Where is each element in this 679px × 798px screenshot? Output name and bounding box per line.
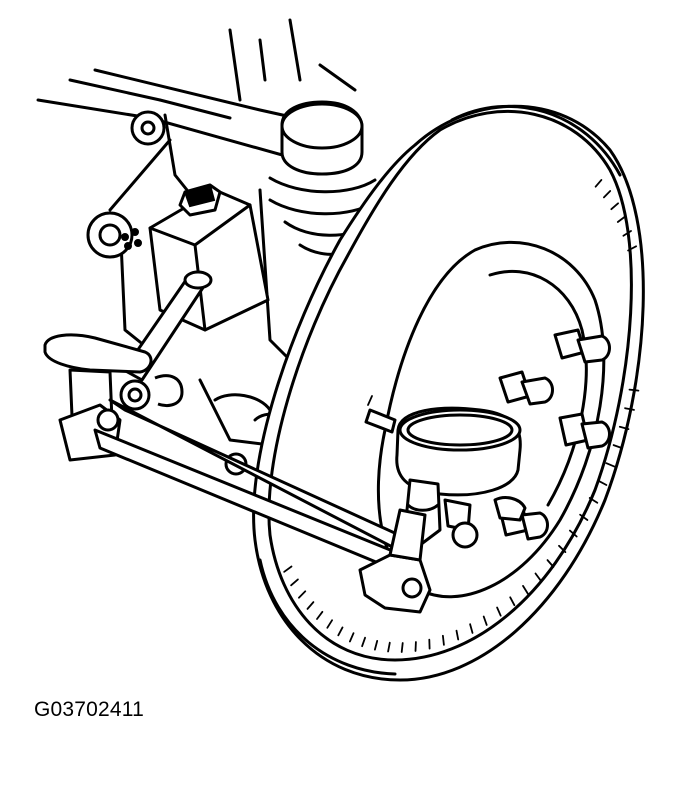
rotor-tick xyxy=(612,444,623,450)
rotor-tick xyxy=(616,215,626,223)
wheel-stud-upper-left xyxy=(498,370,554,406)
wheel-studs xyxy=(498,328,611,541)
rotor-tick xyxy=(297,590,307,599)
rotor-surface-ticks xyxy=(283,178,640,653)
rotor-tick xyxy=(628,388,640,392)
rotor-tick xyxy=(496,606,502,617)
rotor-tick xyxy=(534,572,542,582)
dial-indicator xyxy=(364,395,527,549)
rotor-tick xyxy=(326,619,334,629)
rotor-tick xyxy=(455,629,460,641)
figure-code: G03702411 xyxy=(34,698,145,721)
rotor-tick xyxy=(597,479,608,486)
rotor-tick xyxy=(373,640,379,651)
rotor-tick xyxy=(348,632,355,643)
rotor-tick xyxy=(283,565,293,573)
rotor-tick xyxy=(469,623,474,634)
rotor-tick xyxy=(627,245,637,252)
arm-clamp xyxy=(358,508,432,614)
upper-control-arm xyxy=(36,18,357,162)
rotor-tick xyxy=(624,407,635,411)
rotor-tick xyxy=(482,615,488,626)
steering-knuckle xyxy=(86,113,302,476)
clamp-knob xyxy=(43,333,184,462)
rotor-tick xyxy=(610,202,619,211)
rotor-tick xyxy=(441,634,445,646)
rotor-tick xyxy=(594,178,603,188)
rotor-tick xyxy=(509,596,516,607)
rotor-tick xyxy=(588,497,599,504)
rotor-tick xyxy=(605,462,616,468)
rotor-tick xyxy=(558,544,567,553)
rotor-tick xyxy=(337,626,344,637)
rotor-tick xyxy=(522,585,529,595)
rotor-tick xyxy=(361,636,367,648)
rotor-tick xyxy=(546,559,555,568)
rotor-tick xyxy=(316,610,324,620)
rotor-tick xyxy=(622,230,632,237)
rotor-tick xyxy=(400,642,404,653)
wheel-stud-top xyxy=(553,328,611,364)
wheel-stud-right xyxy=(558,412,611,450)
rotor-tick xyxy=(290,578,299,587)
rotor-tick xyxy=(618,425,630,431)
rotor-tick xyxy=(579,513,589,521)
rotor-tick xyxy=(569,529,578,538)
rotor-tick xyxy=(603,190,612,199)
rotor-tick xyxy=(387,641,391,653)
rotor-tick xyxy=(306,601,315,610)
